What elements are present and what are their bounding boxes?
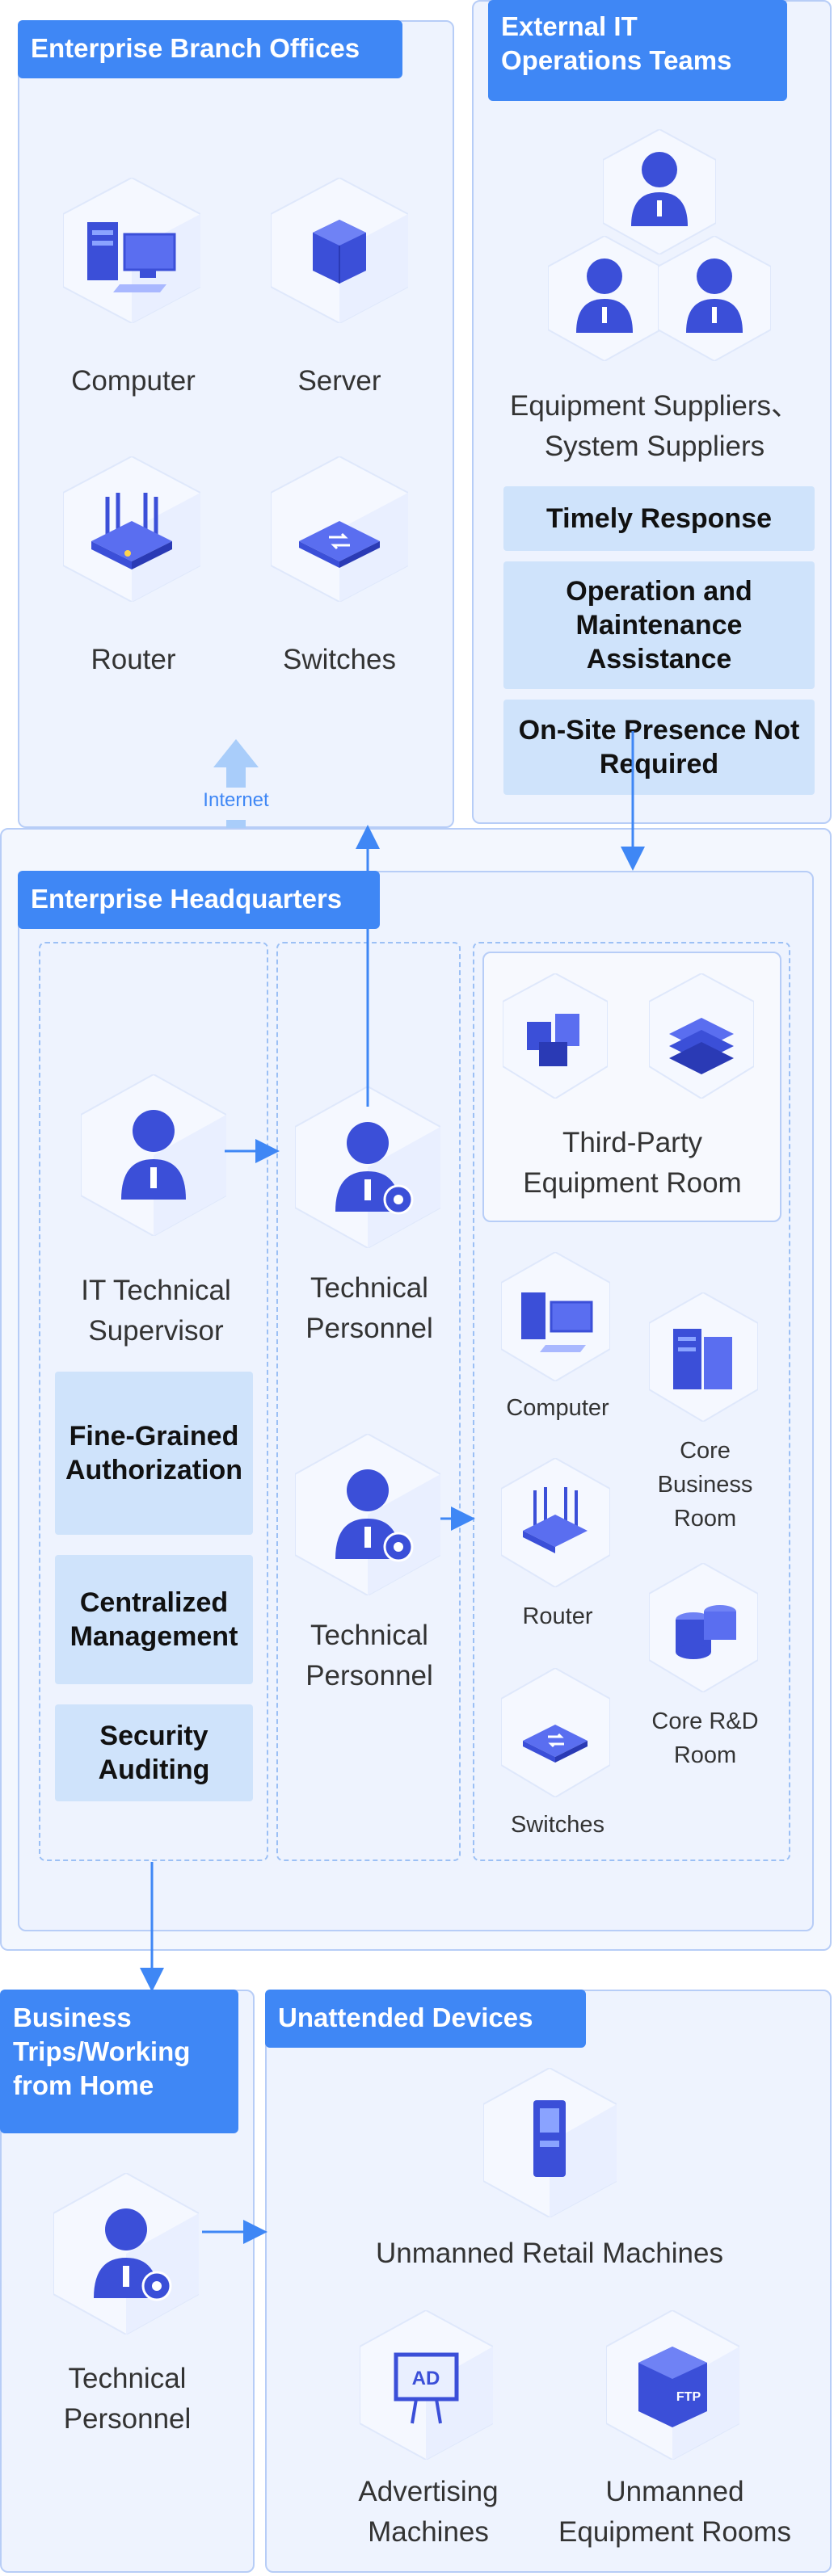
technical-personnel-label-2: Technical Personnel [305,1620,433,1691]
branch-switches-label: Switches [282,644,397,675]
hq-router-label: Router [522,1603,593,1629]
advertising-machines-label: Advertising Machines [358,2476,499,2548]
suppliers-label: Equipment Suppliers、System Suppliers [510,390,799,462]
feature-fine-grained-auth: Fine-Grained Authorization [55,1372,253,1535]
router-icon [63,456,200,602]
branch-server-label: Server [297,365,381,397]
feature-om-assistance: Operation and Maintenance Assistance [503,561,815,689]
third-party-room-label: Third-Party Equipment Room [523,1127,742,1199]
unattended-devices-title: Unattended Devices [265,1990,586,2048]
core-rd-room-icon [649,1563,758,1692]
core-business-room-label: Core Business Room [657,1438,753,1532]
core-rd-room-label: Core R&D Room [651,1708,759,1768]
internet-label: Internet [203,789,269,811]
technical-personnel-label-1: Technical Personnel [305,1272,433,1344]
supervisor-label: IT Technical Supervisor [81,1275,231,1347]
feature-centralized-mgmt: Centralized Management [55,1555,253,1684]
external-it-title: External IT Operations Teams [488,0,787,101]
hq-router-icon [501,1458,610,1587]
technical-personnel-icon-1 [295,1086,440,1248]
branch-router-label: Router [91,644,176,675]
hq-computer-icon [501,1252,610,1381]
advertising-machine-icon: AD [360,2310,493,2460]
unmanned-equipment-rooms-label: Unmanned Equipment Rooms [558,2476,791,2548]
hq-title: Enterprise Headquarters [18,871,380,929]
svg-text:FTP: FTP [676,2390,701,2404]
retail-machine-icon [483,2068,617,2217]
hq-switches-label: Switches [510,1812,605,1838]
remote-technical-personnel-icon [53,2173,199,2334]
third-party-server-cluster-icon [503,973,608,1099]
feature-timely-response: Timely Response [503,486,815,551]
feature-security-auditing: Security Auditing [55,1704,253,1801]
supervisor-icon [81,1074,226,1236]
third-party-storage-icon [649,973,754,1099]
svg-text:AD: AD [412,2368,440,2389]
switch-icon [271,456,408,602]
computer-icon [63,178,200,323]
supplier-person-icon-left [548,236,661,361]
equipment-room-icon: FTP [606,2310,739,2460]
technical-personnel-icon-2 [295,1434,440,1595]
hq-supervisor-column [39,942,268,1861]
business-trips-title: Business Trips/Working from Home [0,1990,238,2133]
remote-technical-personnel-label: Technical Personnel [63,2363,192,2435]
core-business-room-icon [649,1292,758,1422]
supplier-person-icon-right [658,236,771,361]
branch-offices-panel [18,20,454,828]
hq-devices-column [473,942,790,1861]
feature-onsite-not-required: On-Site Presence Not Required [503,700,815,795]
retail-machines-label: Unmanned Retail Machines [376,2238,723,2269]
server-icon [271,178,408,323]
hq-switch-icon [501,1668,610,1797]
branch-offices-title: Enterprise Branch Offices [18,20,402,78]
branch-computer-label: Computer [71,365,196,397]
supplier-person-icon-top [603,129,716,254]
hq-computer-label: Computer [506,1395,609,1421]
